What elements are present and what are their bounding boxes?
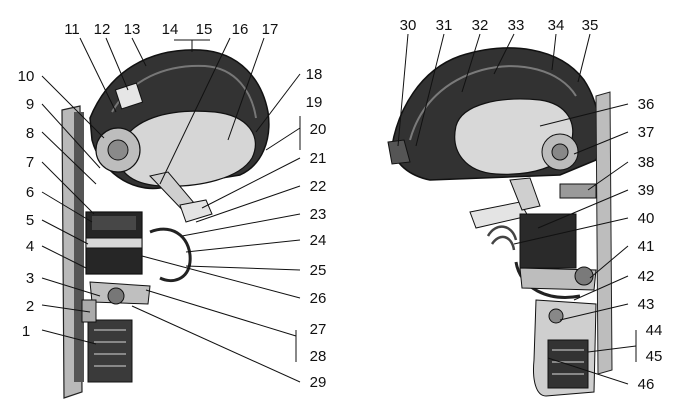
callout-40: 40 [638, 210, 655, 227]
callout-23: 23 [310, 206, 327, 223]
callout-35: 35 [582, 17, 599, 34]
callout-46: 46 [638, 376, 655, 393]
callout-12: 12 [94, 21, 111, 38]
callout-21: 21 [310, 150, 327, 167]
callout-37: 37 [638, 124, 655, 141]
callout-32: 32 [472, 17, 489, 34]
callout-3: 3 [26, 270, 34, 287]
callout-18: 18 [306, 66, 323, 83]
callout-38: 38 [638, 154, 655, 171]
right-device-illustration [387, 47, 613, 397]
callout-39: 39 [638, 182, 655, 199]
callout-16: 16 [232, 21, 249, 38]
callout-9: 9 [26, 96, 34, 113]
callout-43: 43 [638, 296, 655, 313]
callout-45: 45 [646, 348, 663, 365]
callout-10: 10 [18, 68, 35, 85]
callout-8: 8 [26, 125, 34, 142]
callout-4: 4 [26, 238, 34, 255]
callout-31: 31 [436, 17, 453, 34]
callout-7: 7 [26, 154, 34, 171]
callout-44: 44 [646, 322, 663, 339]
callout-6: 6 [26, 184, 34, 201]
leader-lines [41, 33, 637, 385]
callout-2: 2 [26, 298, 34, 315]
callout-labels: 1 2 3 4 5 6 7 8 9 10 11 12 13 14 15 16 1… [18, 17, 663, 393]
callout-17: 17 [262, 21, 279, 38]
callout-26: 26 [310, 290, 327, 307]
callout-19: 19 [306, 94, 323, 111]
callout-42: 42 [638, 268, 655, 285]
callout-28: 28 [310, 348, 327, 365]
callout-11: 11 [64, 21, 80, 38]
callout-14: 14 [162, 21, 179, 38]
callout-20: 20 [310, 121, 327, 138]
callout-36: 36 [638, 96, 655, 113]
callout-24: 24 [310, 232, 327, 249]
callout-29: 29 [310, 374, 327, 391]
callout-25: 25 [310, 262, 327, 279]
callout-1: 1 [22, 323, 30, 340]
callout-13: 13 [124, 21, 141, 38]
callout-33: 33 [508, 17, 525, 34]
left-device-illustration [61, 49, 270, 399]
callout-5: 5 [26, 212, 34, 229]
callout-30: 30 [400, 17, 417, 34]
callout-22: 22 [310, 178, 327, 195]
callout-41: 41 [638, 238, 655, 255]
callout-15: 15 [196, 21, 213, 38]
callout-27: 27 [310, 321, 327, 338]
callout-34: 34 [548, 17, 565, 34]
